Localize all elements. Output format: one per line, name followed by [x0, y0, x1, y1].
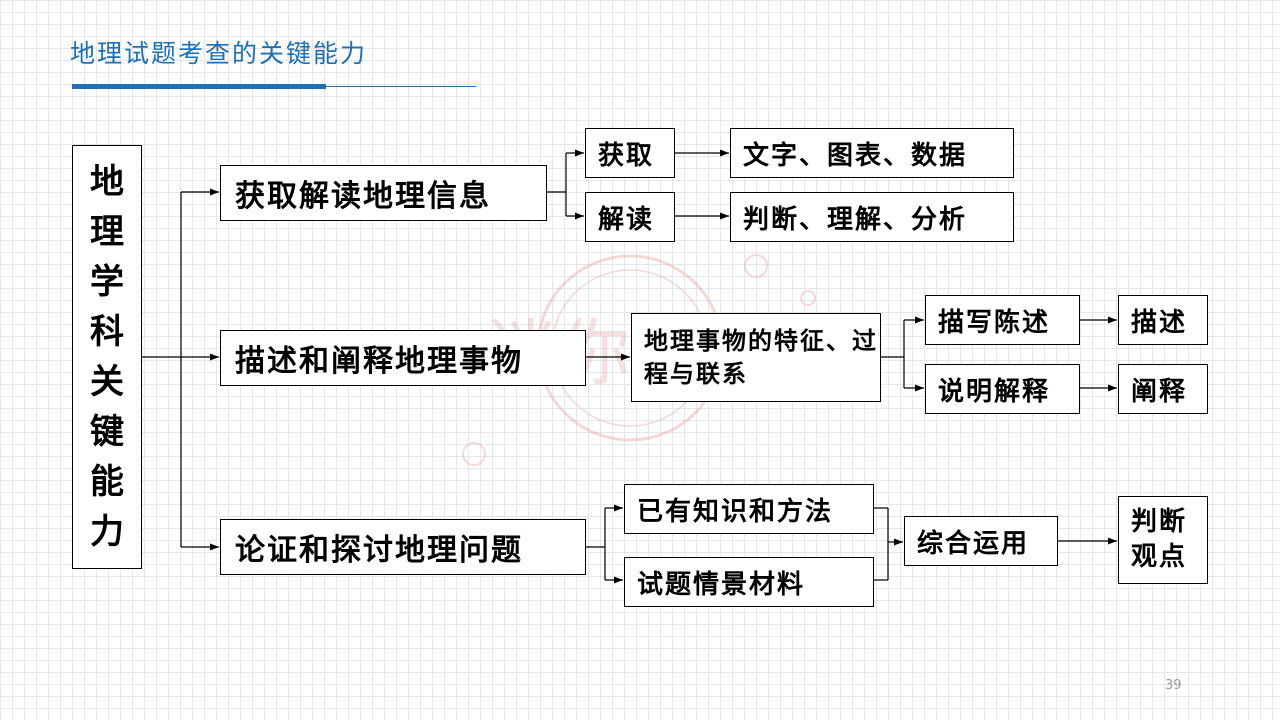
knowledge-node: 已有知识和方法 [624, 484, 874, 534]
acquire-node: 获取 [585, 128, 675, 178]
root-char: 能 [90, 462, 124, 502]
apply-node: 综合运用 [904, 516, 1058, 566]
slide-title: 地理试题考查的关键能力 [70, 39, 368, 68]
judgement-node: 判断观点 [1118, 496, 1208, 584]
material-node: 试题情景材料 [624, 557, 874, 607]
root-char: 关 [90, 362, 124, 402]
branch-describe-node: 描述和阐释地理事物 [220, 330, 586, 386]
explain-node: 说明解释 [925, 364, 1080, 414]
root-char: 学 [90, 262, 124, 302]
elucidation-result-node: 阐释 [1118, 364, 1208, 414]
root-char: 科 [90, 312, 124, 352]
describe-statement-node: 描写陈述 [925, 295, 1080, 345]
page-number: 39 [1165, 678, 1182, 693]
root-char: 理 [90, 212, 124, 252]
title-underline [72, 84, 326, 89]
branch-info-node: 获取解读地理信息 [220, 165, 547, 221]
root-char: 地 [90, 162, 124, 202]
interpret-result-node: 判断、理解、分析 [730, 192, 1014, 242]
description-result-node: 描述 [1118, 295, 1208, 345]
root-char: 力 [90, 512, 124, 552]
branch-argue-node: 论证和探讨地理问题 [220, 519, 586, 575]
root-char: 键 [90, 412, 124, 452]
features-node: 地理事物的特征、过程与联系 [631, 313, 881, 402]
root-node: 地 理 学 科 关 键 能 力 [72, 145, 142, 569]
title-underline-thin [326, 86, 476, 87]
acquire-result-node: 文字、图表、数据 [730, 128, 1014, 178]
interpret-node: 解读 [585, 192, 675, 242]
